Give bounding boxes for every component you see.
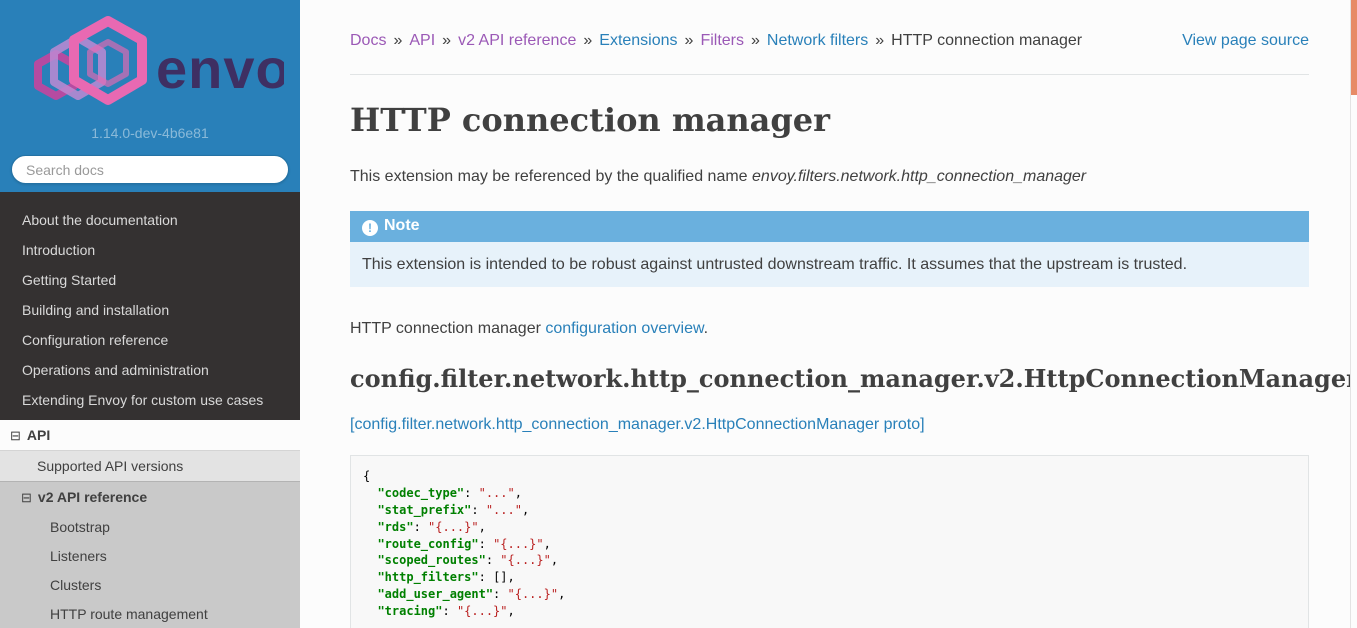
breadcrumb: Docs » API » v2 API reference » Extensions » Fil… xyxy=(350,32,1082,50)
proto-link[interactable]: [config.filter.network.http_connection_m… xyxy=(350,416,925,434)
vertical-scrollbar[interactable] xyxy=(1350,0,1357,628)
sidebar-item[interactable]: Operations and administration xyxy=(22,362,209,378)
breadcrumb-separator: » xyxy=(393,32,403,49)
intro-paragraph: This extension may be referenced by the … xyxy=(350,165,1309,189)
sidebar-item[interactable]: HTTP route management xyxy=(50,605,208,622)
breadcrumb-divider xyxy=(350,74,1309,75)
note-body: This extension is intended to be robust … xyxy=(350,242,1309,287)
configuration-overview-link[interactable]: configuration overview xyxy=(545,320,704,337)
proto-link-paragraph: [config.filter.network.http_connection_m… xyxy=(350,416,1309,434)
note-title: Note xyxy=(384,217,420,234)
page-title: HTTP connection manager xyxy=(350,101,830,139)
search-box xyxy=(0,141,300,184)
intro-text: This extension may be referenced by the … xyxy=(350,168,753,185)
qualified-name: envoy.filters.network.http_connection_ma… xyxy=(752,168,1087,185)
sidebar-item-v2-api-reference[interactable]: ⊟ v2 API reference xyxy=(0,482,300,512)
sidebar-api-section: ⊟ API Supported API versions ⊟ v2 API refe… xyxy=(0,420,300,628)
svg-text:envoy: envoy xyxy=(156,37,284,100)
scrollbar-thumb[interactable] xyxy=(1351,0,1357,95)
view-page-source-link[interactable]: View page source xyxy=(1182,32,1309,49)
search-input[interactable] xyxy=(11,155,289,184)
breadcrumb-item: HTTP connection manager xyxy=(891,32,1083,49)
overview-paragraph: HTTP connection manager configuration ov… xyxy=(350,317,1309,341)
breadcrumb-row: Docs » API » v2 API reference » Extensions » Fil… xyxy=(350,32,1309,50)
sidebar-item[interactable]: Bootstrap xyxy=(50,518,110,535)
note-title-bar: ! Note xyxy=(350,211,1309,242)
envoy-logo[interactable]: envoy xyxy=(0,10,322,117)
main-content: Docs » API » v2 API reference » Extensions » Fil… xyxy=(300,0,1357,628)
exclamation-circle-icon: ! xyxy=(362,220,378,236)
overview-text: HTTP connection manager xyxy=(350,320,546,337)
collapse-icon[interactable]: ⊟ xyxy=(10,428,21,443)
breadcrumb-separator: » xyxy=(684,32,694,49)
breadcrumb-item[interactable]: v2 API reference xyxy=(458,32,577,49)
sidebar-item[interactable]: Clusters xyxy=(50,576,102,593)
breadcrumb-separator: » xyxy=(751,32,760,49)
section-title: config.filter.network.http_connection_ma… xyxy=(350,364,1357,393)
breadcrumb-item[interactable]: Extensions xyxy=(599,32,678,49)
code-pre: { "codec_type": "...", "stat_prefix": ".… xyxy=(363,469,566,618)
sidebar-item-api[interactable]: ⊟ API xyxy=(0,420,300,450)
sidebar-item[interactable]: Getting Started xyxy=(22,272,117,288)
sidebar-item[interactable]: Building and installation xyxy=(22,302,170,318)
breadcrumb-item[interactable]: API xyxy=(409,32,436,49)
envoy-logo-image: envoy xyxy=(34,16,322,105)
breadcrumb-item[interactable]: Filters xyxy=(700,32,744,49)
code-block[interactable]: { "codec_type": "...", "stat_prefix": ".… xyxy=(350,455,1309,628)
sidebar-item[interactable]: Extending Envoy for custom use cases xyxy=(22,392,264,408)
collapse-icon[interactable]: ⊟ xyxy=(21,490,32,505)
sidebar-item-v2-label: v2 API reference xyxy=(37,489,148,505)
sidebar-item[interactable]: About the documentation xyxy=(22,212,178,228)
sidebar-item[interactable]: Configuration reference xyxy=(22,332,169,348)
sidebar: envoy 1.14.0-dev-4b6e81 About the docume… xyxy=(0,0,322,628)
overview-period: . xyxy=(703,320,709,337)
breadcrumb-separator: » xyxy=(875,32,885,49)
breadcrumb-item[interactable]: Docs xyxy=(350,32,387,49)
sidebar-item[interactable]: Listeners xyxy=(50,547,107,564)
note-admonition: ! Note This extension is intended to be r… xyxy=(350,211,1309,287)
breadcrumb-separator: » xyxy=(583,32,593,49)
breadcrumb-item[interactable]: Network filters xyxy=(766,32,869,49)
sidebar-item-supported-api-versions[interactable]: Supported API versions xyxy=(0,450,300,481)
sidebar-item[interactable]: Introduction xyxy=(22,242,96,258)
version-label: 1.14.0-dev-4b6e81 xyxy=(91,125,209,141)
breadcrumb-separator: » xyxy=(442,32,452,49)
sidebar-item-api-label: API xyxy=(26,427,51,443)
sidebar-header: envoy 1.14.0-dev-4b6e81 xyxy=(0,0,322,192)
